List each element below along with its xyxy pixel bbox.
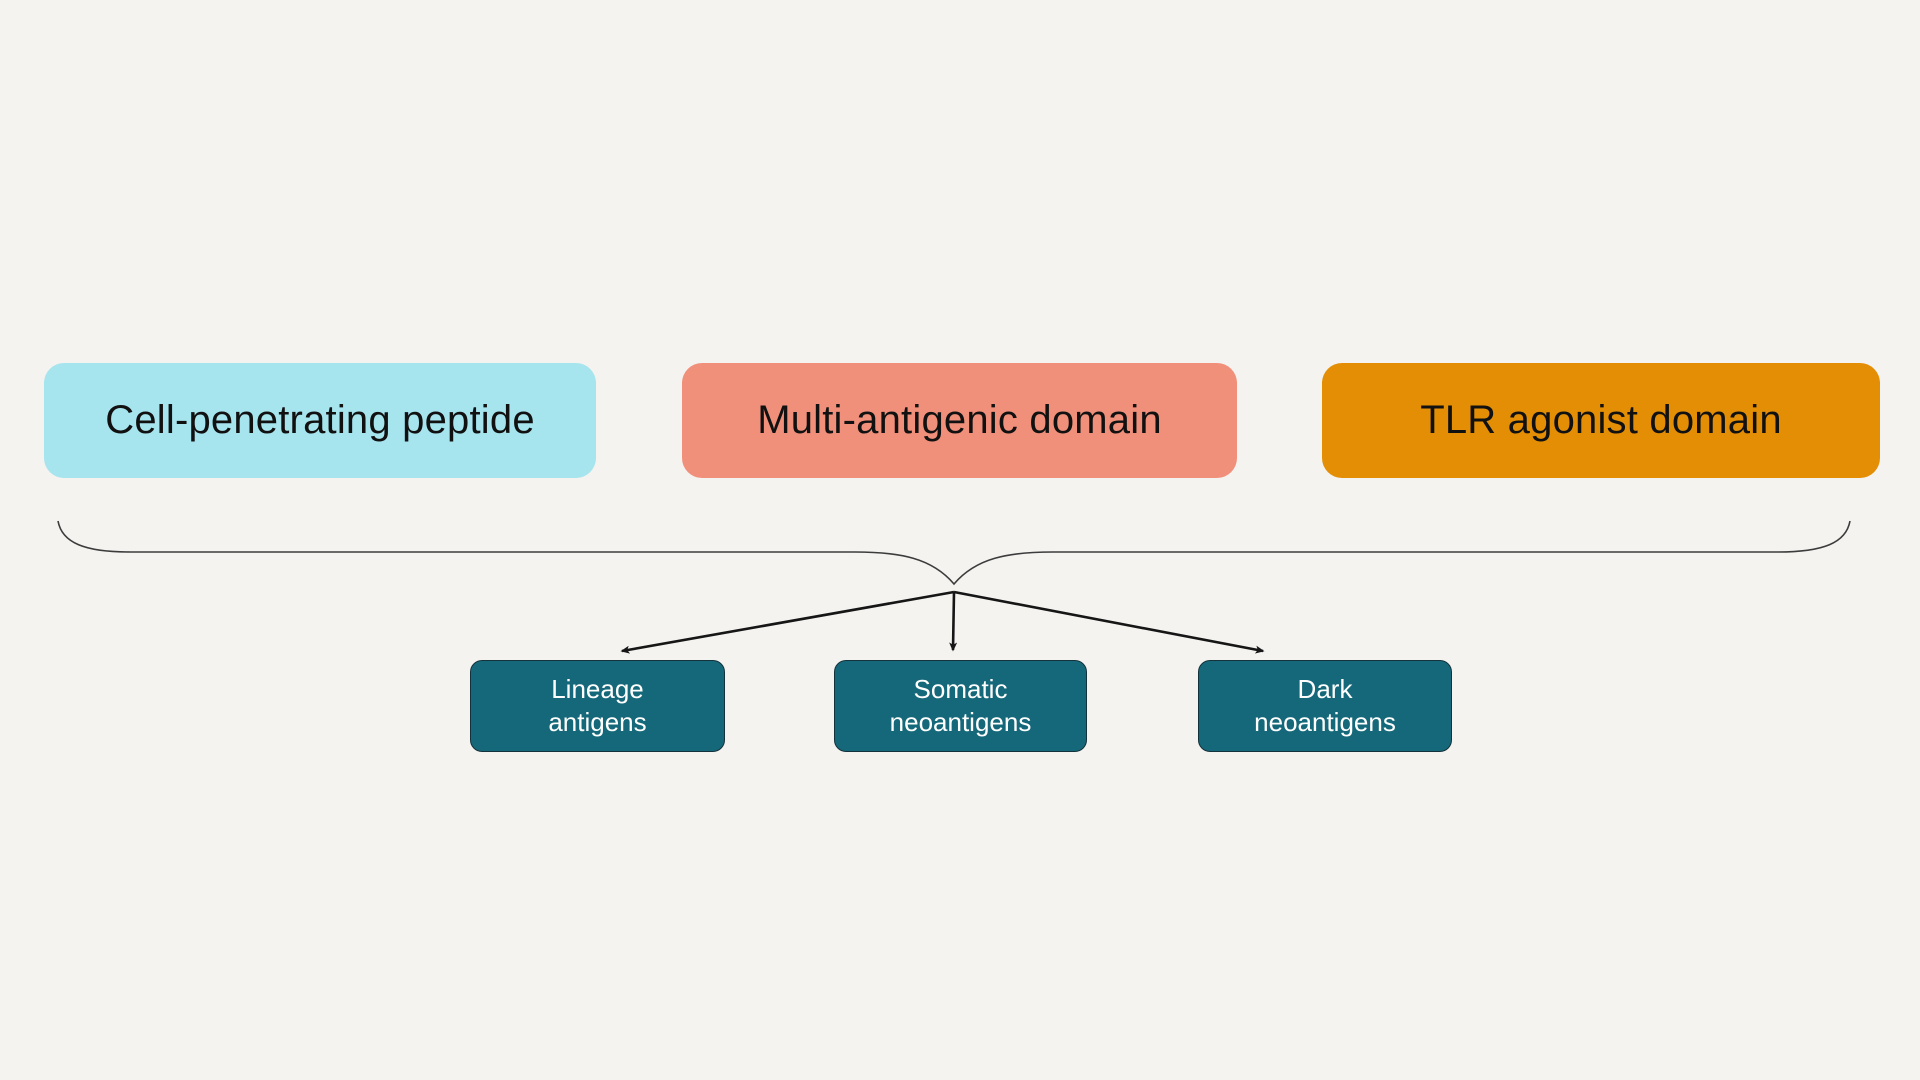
node-cell-penetrating-peptide: Cell-penetrating peptide — [44, 363, 596, 478]
curly-brace — [57, 520, 1851, 586]
arrow-to-dark-neoantigens — [953, 590, 1265, 654]
node-label-line1: Dark — [1297, 674, 1353, 704]
node-label: TLR agonist domain — [1420, 398, 1782, 442]
node-lineage-antigens: Lineage antigens — [470, 660, 725, 752]
arrow-to-somatic-neoantigens — [949, 591, 958, 652]
node-label-line2: neoantigens — [1254, 707, 1396, 737]
node-label-line1: Somatic — [913, 674, 1008, 704]
node-label: Cell-penetrating peptide — [105, 398, 535, 442]
node-label: Multi-antigenic domain — [757, 398, 1162, 442]
node-somatic-neoantigens: Somatic neoantigens — [834, 660, 1087, 752]
node-label-line2: neoantigens — [889, 707, 1032, 737]
arrow-to-lineage-antigens — [620, 590, 955, 654]
node-label-line2: antigens — [548, 707, 647, 737]
node-multi-antigenic-domain: Multi-antigenic domain — [682, 363, 1237, 478]
node-tlr-agonist-domain: TLR agonist domain — [1322, 363, 1880, 478]
node-label-line1: Lineage — [551, 674, 644, 704]
node-dark-neoantigens: Dark neoantigens — [1198, 660, 1452, 752]
